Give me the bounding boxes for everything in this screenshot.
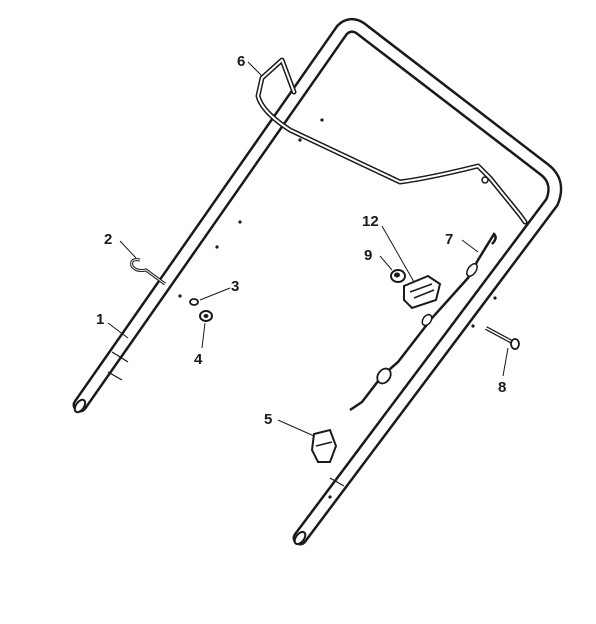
cable-guide-part — [310, 428, 338, 463]
control-cable-part — [349, 231, 497, 412]
callout-9: 9 — [364, 247, 372, 264]
callout-1: 1 — [96, 311, 104, 328]
callout-2: 2 — [104, 231, 112, 248]
bail-bar — [255, 57, 528, 225]
bolt-part — [485, 326, 520, 350]
leader-lines — [107, 61, 509, 437]
callout-6: 6 — [237, 53, 245, 70]
callout-labels: 1 2 3 4 5 6 7 8 9 12 — [96, 53, 506, 428]
washer-part — [189, 298, 199, 306]
cable-clamp-part — [403, 274, 442, 310]
callout-5: 5 — [264, 411, 272, 428]
small-nut-part — [390, 269, 406, 283]
handle-tube — [72, 17, 563, 546]
cable-hook-part — [130, 258, 166, 286]
callout-3: 3 — [231, 278, 239, 295]
callout-4: 4 — [194, 351, 203, 368]
callout-8: 8 — [498, 379, 506, 396]
nut-part — [199, 310, 213, 322]
callout-12: 12 — [362, 213, 379, 230]
callout-7: 7 — [445, 231, 453, 248]
